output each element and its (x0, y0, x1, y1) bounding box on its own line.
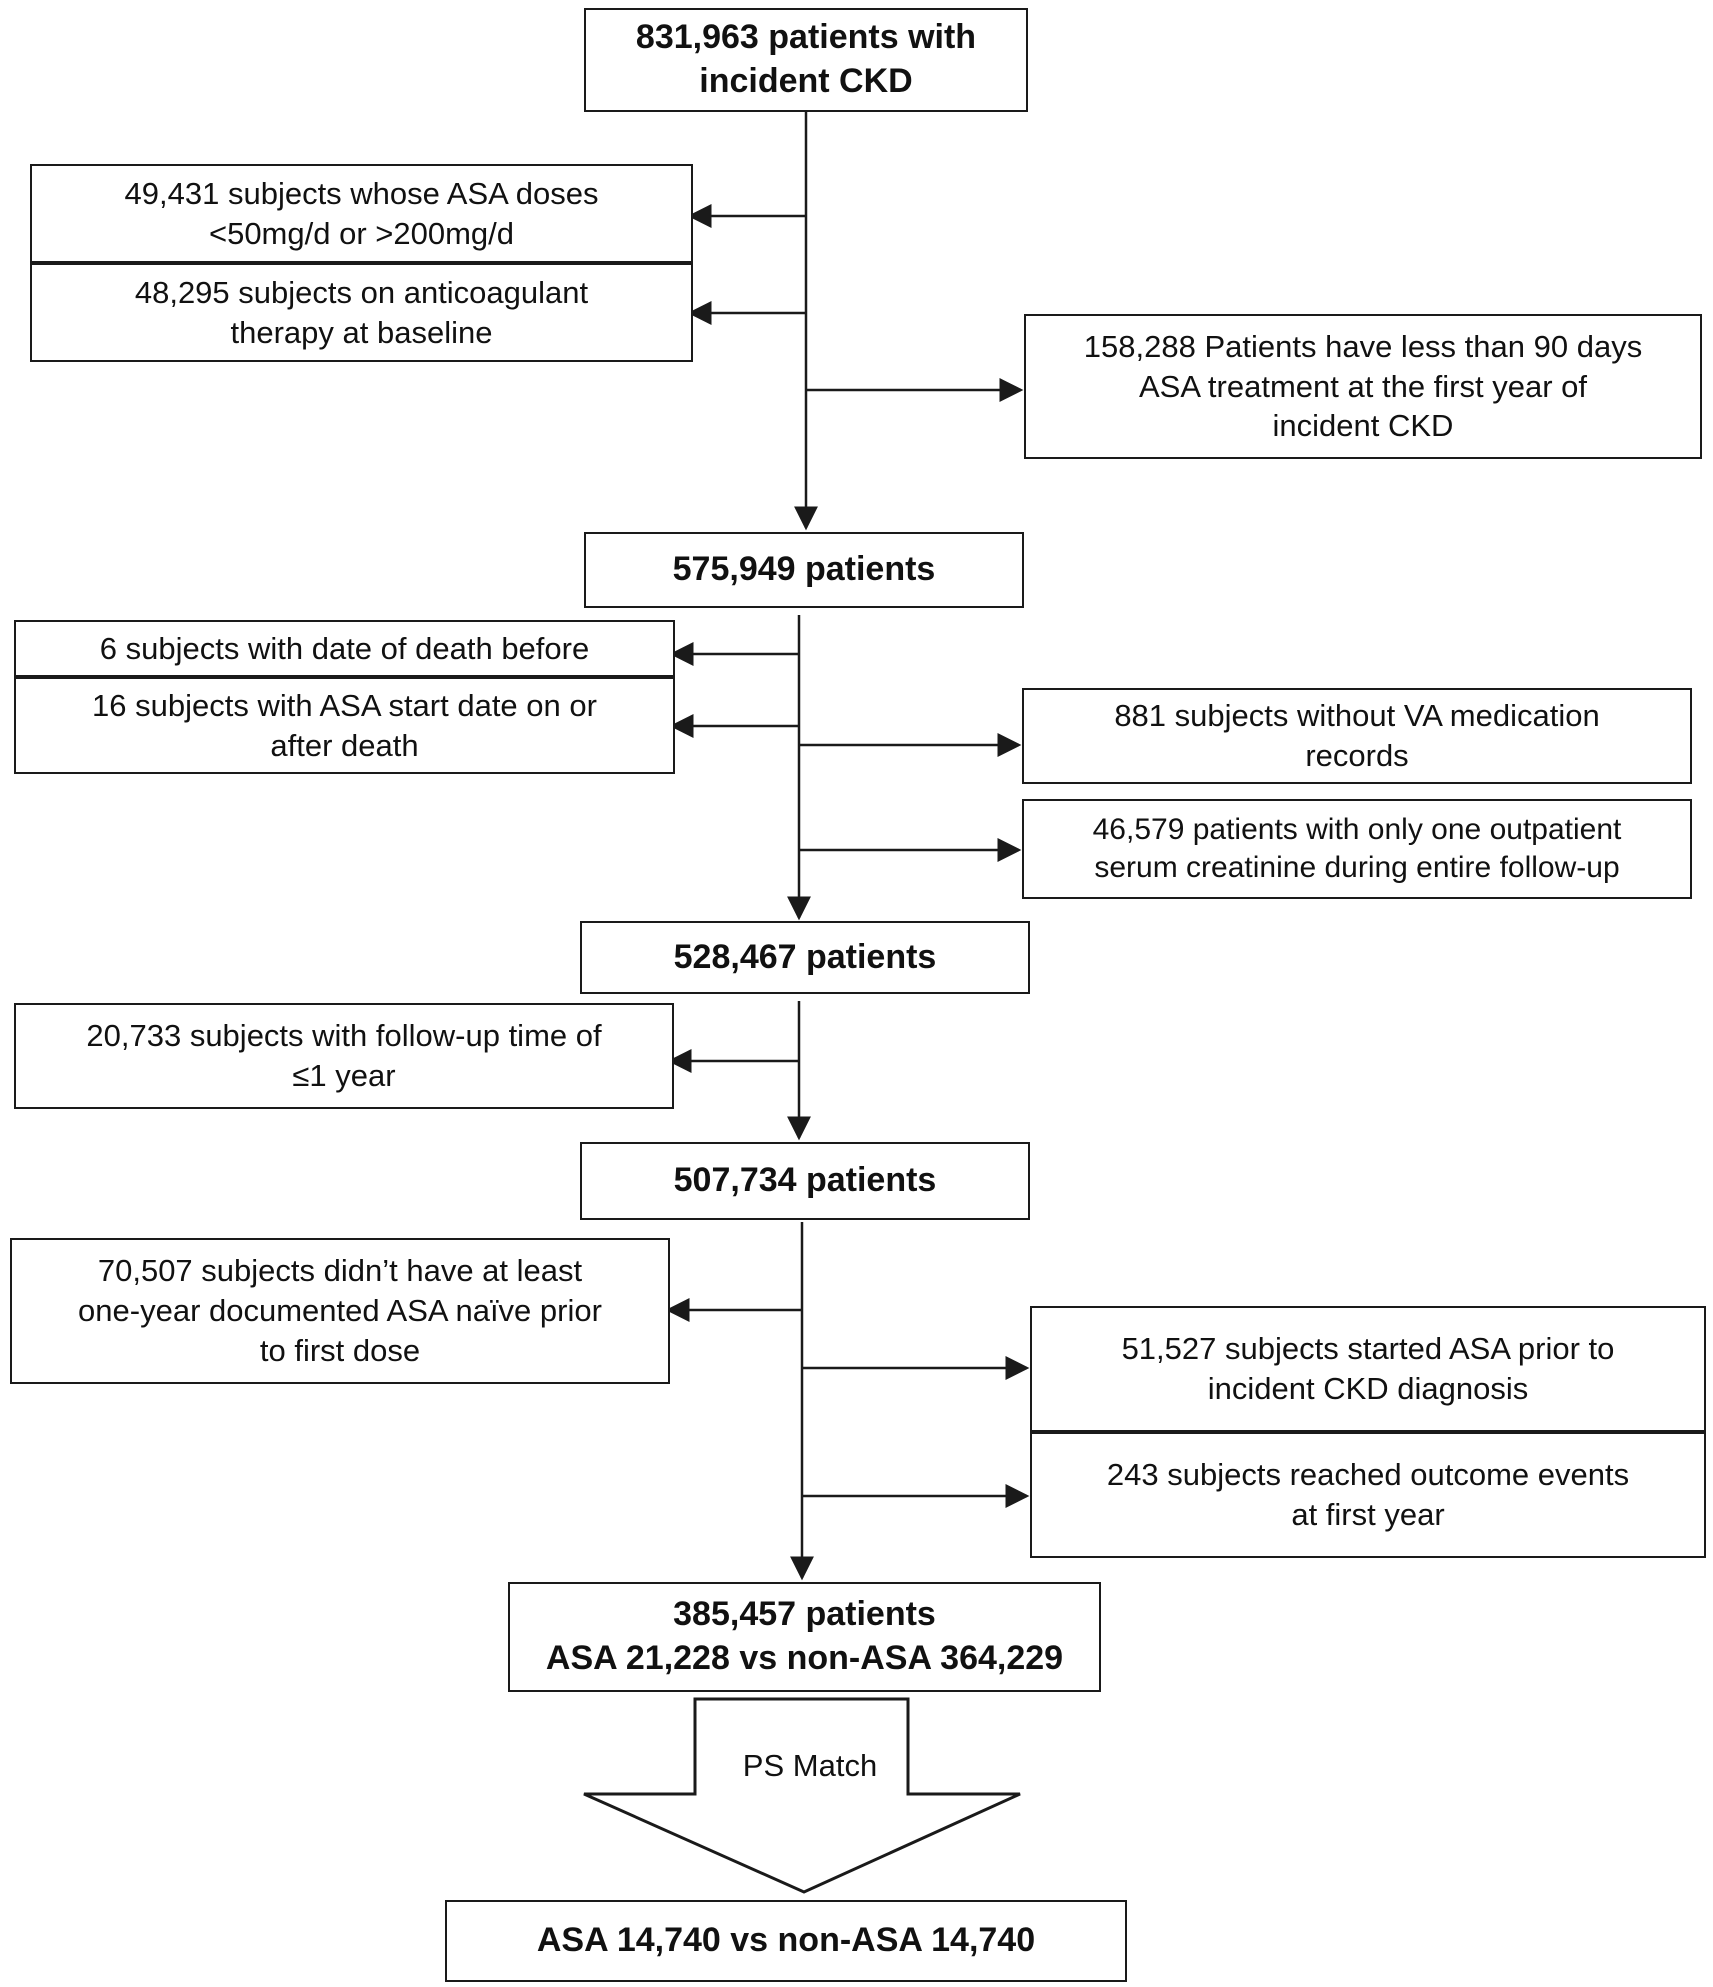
exclusion-90days-line1: 158,288 Patients have less than 90 days (1083, 328, 1643, 364)
exclusion-followup-box: 20,733 subjects with follow-up time of ≤… (14, 1003, 674, 1109)
exclusion-started-prior-line1: 51,527 subjects started ASA prior to (1121, 1331, 1615, 1367)
exclusion-va-records-line2: records (1305, 738, 1409, 773)
patients-528467-box: 528,467 patients (580, 921, 1030, 994)
start-line1: 831,963 patients with (635, 18, 977, 57)
exclusion-anticoagulant-box: 48,295 subjects on anticoagulant therapy… (30, 263, 693, 362)
start-line2: incident CKD (699, 62, 913, 100)
exclusion-outcome-events-box: 243 subjects reached outcome events at f… (1030, 1432, 1706, 1558)
exclusion-90days-line3: incident CKD (1272, 408, 1454, 444)
patients-507734-label: 507,734 patients (673, 1161, 937, 1200)
start-box: 831,963 patients with incident CKD (584, 8, 1028, 112)
exclusion-dose-line2: <50mg/d or >200mg/d (208, 215, 515, 251)
exclusion-asa-naive-line1: 70,507 subjects didn’t have at least (97, 1253, 583, 1289)
exclusion-outcome-events-line2: at first year (1291, 1497, 1445, 1532)
exclusion-outcome-events-line1: 243 subjects reached outcome events (1106, 1457, 1630, 1493)
exclusion-followup-line1: 20,733 subjects with follow-up time of (86, 1018, 602, 1054)
final-matched-label: ASA 14,740 vs non-ASA 14,740 (536, 1921, 1036, 1960)
exclusion-dose-box: 49,431 subjects whose ASA doses <50mg/d … (30, 164, 693, 263)
exclusion-90days-box: 158,288 Patients have less than 90 days … (1024, 314, 1702, 459)
exclusion-creatinine-box: 46,579 patients with only one outpatient… (1022, 799, 1692, 899)
exclusion-start-after-death-line2: after death (270, 727, 419, 763)
patients-507734-box: 507,734 patients (580, 1142, 1030, 1220)
patients-575949-box: 575,949 patients (584, 532, 1024, 608)
exclusion-creatinine-line1: 46,579 patients with only one outpatient (1092, 812, 1622, 846)
exclusion-dose-line1: 49,431 subjects whose ASA doses (124, 175, 599, 211)
exclusion-asa-naive-line2: one-year documented ASA naïve prior (78, 1293, 602, 1329)
exclusion-anticoagulant-line1: 48,295 subjects on anticoagulant (134, 274, 589, 310)
ps-match-label: PS Match (742, 1748, 878, 1783)
exclusion-creatinine-line2: serum creatinine during entire follow-up (1094, 851, 1620, 884)
patients-575949-label: 575,949 patients (672, 550, 936, 589)
exclusion-death-box: 6 subjects with date of death before (14, 620, 675, 677)
final-matched-box: ASA 14,740 vs non-ASA 14,740 (445, 1900, 1127, 1982)
exclusion-va-records-line1: 881 subjects without VA medication (1114, 698, 1600, 734)
patients-385457-line1: 385,457 patients (673, 1595, 936, 1634)
patients-385457-line2: ASA 21,228 vs non-ASA 364,229 (545, 1639, 1064, 1677)
exclusion-started-prior-box: 51,527 subjects started ASA prior to inc… (1030, 1306, 1706, 1432)
exclusion-death-line1: 6 subjects with date of death before (99, 630, 590, 666)
exclusion-followup-line2: ≤1 year (292, 1058, 396, 1093)
exclusion-started-prior-line2: incident CKD diagnosis (1207, 1371, 1529, 1406)
exclusion-anticoagulant-line2: therapy at baseline (230, 314, 493, 350)
exclusion-start-after-death-box: 16 subjects with ASA start date on or af… (14, 677, 675, 774)
exclusion-start-after-death-line1: 16 subjects with ASA start date on or (92, 687, 597, 723)
patients-385457-box: 385,457 patients ASA 21,228 vs non-ASA 3… (508, 1582, 1101, 1692)
exclusion-asa-naive-box: 70,507 subjects didn’t have at least one… (10, 1238, 670, 1384)
exclusion-90days-line2: ASA treatment at the first year of (1139, 368, 1587, 404)
exclusion-va-records-box: 881 subjects without VA medication recor… (1022, 688, 1692, 784)
patients-528467-label: 528,467 patients (673, 937, 937, 976)
exclusion-asa-naive-line3: to first dose (259, 1332, 421, 1368)
ps-match-block-arrow (583, 1697, 1021, 1894)
